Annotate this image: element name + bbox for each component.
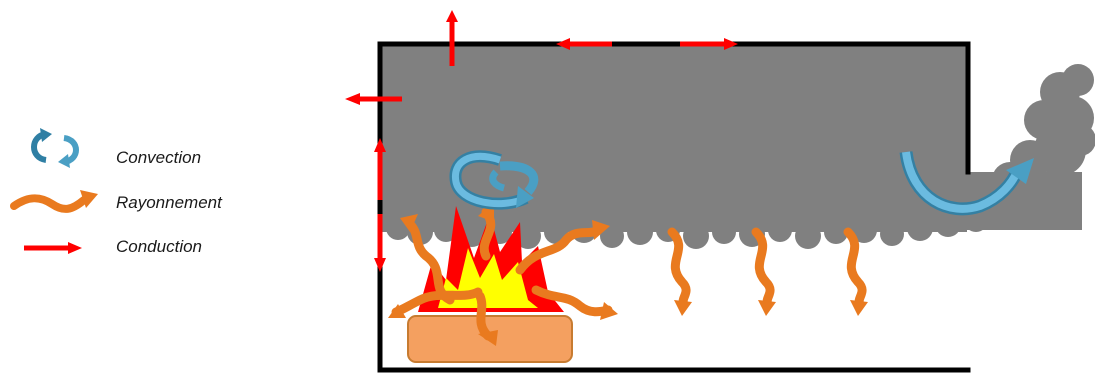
legend-convection-label: Convection — [116, 148, 201, 168]
legend-rayonnement-label: Rayonnement — [116, 193, 222, 213]
legend-conduction-label: Conduction — [116, 237, 202, 257]
radiation-arrow-icon — [14, 190, 98, 209]
conduction-arrow-icon — [24, 242, 82, 254]
convection-arrow-icon — [34, 128, 76, 168]
